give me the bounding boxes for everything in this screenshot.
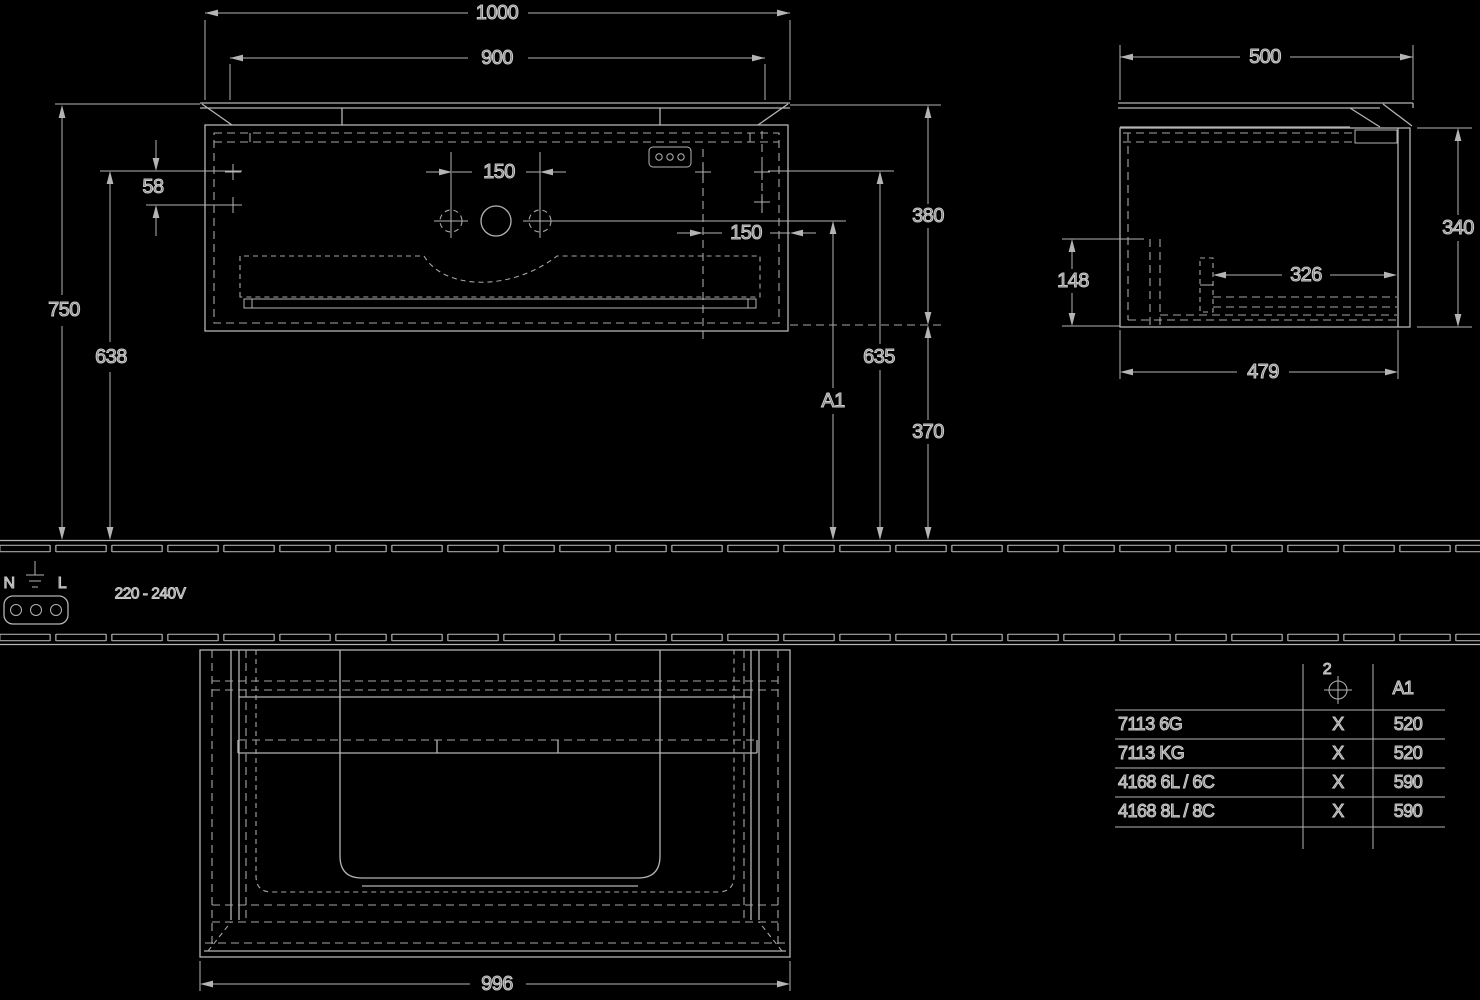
dim-drawer-front-height: 148 xyxy=(1054,271,1092,292)
table-row-drill: X xyxy=(1332,772,1345,792)
variant-table-grid xyxy=(1115,664,1445,849)
table-row-model: 4168 8L / 8C xyxy=(1117,801,1215,821)
neutral-label: N xyxy=(3,575,16,592)
dim-plan-width: 996 xyxy=(478,974,516,995)
dim-cabinet-height: 340 xyxy=(1439,218,1477,239)
dim-mounting-height: 638 xyxy=(92,347,130,368)
dim-cabinet-depth: 479 xyxy=(1244,362,1282,383)
wall-section xyxy=(0,539,1480,646)
front-view xyxy=(55,9,941,540)
dim-mounting-hole-offset: 58 xyxy=(139,177,167,198)
plan-view xyxy=(199,649,791,991)
table-row-drill: X xyxy=(1332,743,1345,763)
drill-position-icon xyxy=(1324,676,1352,704)
table-row-drill: X xyxy=(1332,801,1345,821)
table-row-model: 4168 6L / 6C xyxy=(1117,772,1215,792)
table-row-model: 7113 6G xyxy=(1117,714,1183,734)
table-header-a1: A1 xyxy=(1392,678,1415,698)
dim-overall-depth: 500 xyxy=(1246,47,1284,68)
dim-clearance-below: 370 xyxy=(909,422,947,443)
side-view xyxy=(1062,45,1472,379)
table-header-drill-qty: 2 xyxy=(1322,661,1332,678)
ground-icon xyxy=(26,561,44,588)
table-row-a1: 590 xyxy=(1393,772,1423,792)
table-row-a1: 590 xyxy=(1393,801,1423,821)
dim-inner-depth: 326 xyxy=(1287,265,1325,286)
power-socket-icon xyxy=(3,561,69,625)
live-label: L xyxy=(57,575,67,592)
dim-mounting-line-height: 635 xyxy=(860,347,898,368)
dim-front-height: 380 xyxy=(909,206,947,227)
triple-dot-switch-icon xyxy=(648,146,692,168)
dim-tap-hole-spacing: 150 xyxy=(480,162,518,183)
table-row-drill: X xyxy=(1332,714,1345,734)
table-row-a1: 520 xyxy=(1393,714,1423,734)
dim-overall-width: 1000 xyxy=(472,3,522,24)
table-row-model: 7113 KG xyxy=(1117,743,1185,763)
dim-tap-height-ref: A1 xyxy=(818,391,848,412)
voltage-range: 220 - 240V xyxy=(114,585,186,603)
dim-right-tap-offset: 150 xyxy=(727,223,765,244)
dim-basin-width: 900 xyxy=(478,48,516,69)
dim-height-to-wall: 750 xyxy=(45,300,83,321)
table-row-a1: 520 xyxy=(1393,743,1423,763)
